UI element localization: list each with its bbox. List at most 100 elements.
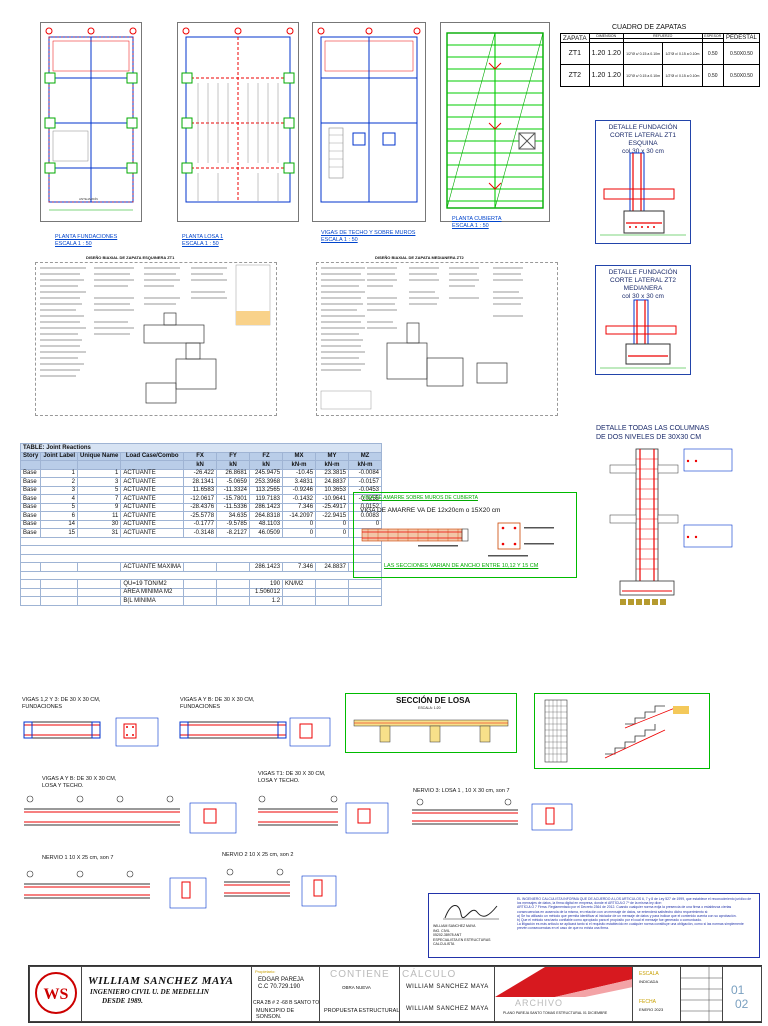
table-cell: ACTUANTE — [120, 494, 185, 504]
zap-row-zt1: ZT1 1.20 1.20 1/2"Ø c/ 0.15 a 0.10m 1/2"… — [560, 42, 761, 65]
table-cell: 264.8318 — [249, 511, 284, 521]
detalle-zt2-drawing — [600, 299, 686, 369]
table-cell: 7.346 — [282, 502, 317, 512]
company-name: WILLIAM SANCHEZ MAYA — [88, 975, 234, 987]
calc-sheet-zt1-drawing — [40, 264, 271, 404]
plan-fundaciones-title[interactable]: PLANTA FUNDACIONES ESCALA 1 : 50 — [55, 234, 117, 248]
table-cell: -8.2127 — [216, 528, 251, 538]
table-cell: 30 — [77, 519, 122, 529]
zap-zt1-espesor: 0.50 — [701, 42, 724, 65]
col-load-case: Load Case/Combo — [120, 451, 185, 461]
table-cell: -15.7801 — [216, 494, 251, 504]
table-cell: Base — [19, 494, 42, 504]
plan-losa1 — [177, 22, 299, 222]
unit-my: kN-m — [315, 460, 350, 470]
table-cell: 245.9475 — [249, 468, 284, 478]
plan-techo-title-text: VIGAS DE TECHO Y SOBRE MUROS — [321, 230, 416, 236]
col-joint-label: Joint Label — [40, 451, 79, 461]
zap-zt2-pedestal: 0.50X0.50 — [722, 64, 761, 87]
label-nervio-3: NERVIO 3: LOSA 1 , 10 X 30 cm, son 7 — [413, 788, 510, 794]
nervio-1-drawing — [24, 870, 207, 909]
vigas-t1-drawing — [258, 795, 389, 834]
calc-sheet-zt2: DISEÑO BIAXIAL DE ZAPATA MEDIANERA ZT2 — [316, 255, 558, 416]
table-cell: 26.8681 — [216, 468, 251, 478]
table-cell: ACTUANTE — [120, 502, 185, 512]
plan-fundaciones-drawing — [44, 27, 138, 211]
plan-cubierta-title[interactable]: PLANTA CUBIERTA ESCALA 1 : 50 — [452, 216, 502, 230]
table-cell: -25.5778 — [183, 511, 218, 521]
revision-grid — [681, 967, 723, 1021]
unit-load-case — [120, 460, 185, 470]
table-cell: Base — [19, 468, 42, 478]
plan-cubierta-title-text: PLANTA CUBIERTA — [452, 216, 502, 222]
unit-fz: kN — [249, 460, 284, 470]
sig-license: 05202-38978 ANT — [433, 933, 462, 937]
col-fz: FZ — [249, 451, 284, 461]
table-cell: -0.0157 — [348, 477, 383, 487]
company-logo-letters: WS — [44, 986, 69, 1003]
legal-note-text: EL INGENIERO CALCULISTA INFORMA QUE DE A… — [517, 897, 753, 931]
zap-col-espesor: ESPESOR — [701, 33, 724, 39]
nervio-3-drawing — [412, 798, 573, 831]
table-cell: 3 — [40, 485, 79, 495]
legal-note-box: WILLIAM SANCHEZ MAYA ING. CIVIL 05202-38… — [428, 893, 760, 958]
actuante-maxima-mx: 7.346 — [282, 562, 317, 572]
qu-value: 190 — [249, 579, 284, 589]
cuadro-zapatas: ZAPATA DIMENSION REFUERZO ESPESOR PEDEST… — [560, 33, 761, 87]
row-b-minima: B(L MINIMA 1.2 — [19, 596, 383, 606]
area-minima-label: AREA MINIMA M2 — [120, 587, 185, 597]
detalle-zt2-line1: DETALLE FUNDACIÓN — [608, 269, 678, 276]
viga-amarre-panel: VIGA DE AMARRE SOBRE MUROS DE CUBIERTA V… — [353, 492, 577, 578]
detalle-zt2-title: DETALLE FUNDACIÓN CORTE LATERAL ZT2 MEDI… — [596, 269, 690, 301]
col-mx: MX — [282, 451, 317, 461]
tb-calculo-cell: CÁLCULO WILLIAM SANCHEZ MAYA WILLIAM SAN… — [399, 966, 496, 1022]
table-cell: 5 — [40, 502, 79, 512]
plan-techo-title[interactable]: VIGAS DE TECHO Y SOBRE MUROS ESCALA 1 : … — [321, 230, 415, 244]
table-cell: -5.0659 — [216, 477, 251, 487]
viga-amarre-footer: LAS SECCIONES VARIAN DE ANCHO ENTRE 10,1… — [384, 563, 539, 569]
plan-cubierta-drawing — [446, 32, 544, 209]
table-cell: -0.3148 — [183, 528, 218, 538]
calc-sheet-zt1-title: DISEÑO BIAXIAL DE ZAPATA ESQUINERA ZT1 — [86, 255, 175, 260]
propuesta-estructural: PROPUESTA ESTRUCTURAL — [324, 1008, 400, 1014]
joint-reactions-title: TABLE: Joint Reactions — [19, 443, 383, 453]
propietario-label: Propietario: — [255, 969, 276, 974]
plan-fundaciones: ANTEJARDÍN — [40, 22, 142, 222]
table-cell: 113.2565 — [249, 485, 284, 495]
table-cell: Base — [19, 502, 42, 512]
fecha-value: ENERO 2023 — [639, 1007, 664, 1012]
detalle-columnas-line1: DETALLE TODAS LAS COLUMNAS — [596, 425, 710, 432]
viga-amarre-drawing — [361, 522, 554, 557]
detalle-zt2-line2: CORTE LATERAL ZT2 MEDIANERA — [610, 277, 676, 292]
table-cell: -10.9641 — [315, 494, 350, 504]
plan-losa1-title[interactable]: PLANTA LOSA 1 ESCALA 1 : 50 — [182, 234, 223, 248]
detalle-zt1-drawing — [600, 152, 686, 236]
escala-value: INDICADA — [639, 979, 659, 984]
company-subtitle: INGENIERO CIVIL U. DE MEDELLIN — [90, 988, 209, 996]
zap-zt1-b: 1.20 — [607, 50, 621, 57]
table-cell: -10.45 — [282, 468, 317, 478]
label-nervio-1: NERVIO 1 10 X 25 cm, son 7 — [42, 855, 114, 861]
table-cell: ACTUANTE — [120, 528, 185, 538]
signature-block: WILLIAM SANCHEZ MAYA ING. CIVIL 05202-38… — [433, 924, 513, 947]
detalle-columnas-title: DETALLE TODAS LAS COLUMNAS DE DOS NIVELE… — [596, 424, 709, 442]
table-cell: 3 — [77, 477, 122, 487]
zap-zt1-pedestal: 0.50X0.50 — [722, 42, 761, 65]
qu-unit: KN/M2 — [282, 579, 317, 589]
sheet-total: 02 — [735, 997, 749, 1011]
legal-note-p5: La litigación es más artículo se aplicar… — [517, 922, 744, 931]
calc-sheet-zt2-drawing — [320, 267, 523, 410]
plan-fundaciones-note: ANTEJARDÍN — [79, 197, 98, 201]
calc-sheet-zt1: DISEÑO BIAXIAL DE ZAPATA ESQUINERA ZT1 — [35, 255, 277, 416]
table-cell: -25.4917 — [315, 502, 350, 512]
vigas-123-drawing — [23, 717, 159, 747]
table-cell: Base — [19, 511, 42, 521]
obra-nueva: OBRA NUEVA — [342, 985, 371, 990]
table-cell: -14.2097 — [282, 511, 317, 521]
unit-fx: kN — [183, 460, 218, 470]
tb-revision-cell — [680, 966, 724, 1022]
table-cell: 0 — [282, 528, 317, 538]
table-cell: ACTUANTE — [120, 519, 185, 529]
